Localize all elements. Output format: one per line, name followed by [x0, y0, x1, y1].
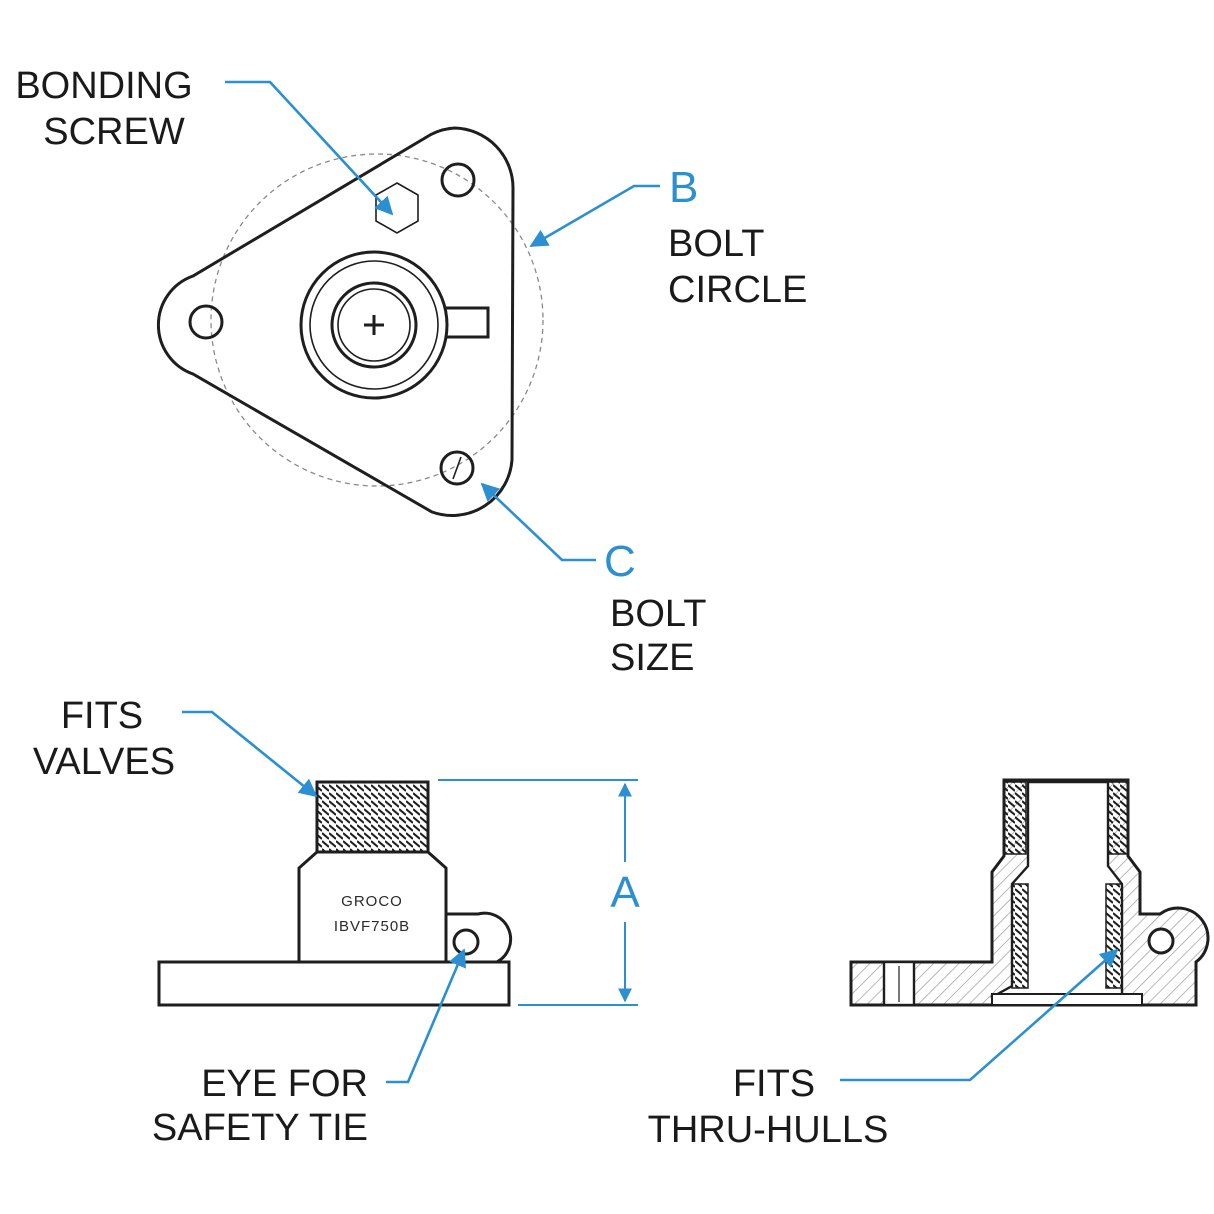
section-thread-lower-right	[1105, 883, 1123, 989]
bolt-circle-dashed	[210, 153, 544, 487]
eye-tab-top	[446, 306, 490, 339]
mount-hole-left	[188, 304, 224, 340]
bonding-screw-hex	[375, 182, 419, 234]
dimension-a	[438, 779, 638, 1006]
side-eye-lug	[444, 911, 513, 964]
boss-middle-ring	[309, 260, 439, 390]
callout-leaders	[182, 80, 1119, 1084]
dimension-a-label: A	[610, 868, 640, 917]
side-eye-hole	[452, 928, 480, 956]
label-fits-thru-hulls-line1: FITS	[733, 1063, 815, 1105]
label-fits-valves-line1: FITS	[61, 695, 143, 737]
leader-bolt-size	[480, 482, 596, 562]
bore-ring	[330, 281, 418, 369]
mount-hole-bottom	[439, 450, 475, 486]
mount-hole-top	[440, 162, 476, 198]
leader-eye-for-safety-tie	[386, 948, 466, 1084]
label-fits-valves-line2: VALVES	[33, 741, 175, 783]
label-bolt-circle-letter: B	[669, 163, 698, 212]
boss-outer-ring	[299, 250, 449, 400]
section-thread-right	[1107, 781, 1129, 855]
label-bonding-screw-line2: SCREW	[43, 111, 185, 153]
leader-fits-thru-hulls	[840, 948, 1119, 1082]
top-view	[156, 126, 544, 517]
label-bonding-screw-line1: BONDING	[15, 65, 192, 107]
section-thread-left	[1003, 781, 1027, 855]
section-thread-lower-left	[1011, 883, 1029, 989]
leader-fits-valves	[182, 710, 318, 798]
section-eye-hole	[1147, 927, 1175, 955]
label-eye-for-safety-tie-line2: SAFETY TIE	[152, 1107, 368, 1149]
side-base-plate	[157, 960, 511, 1007]
label-bolt-circle-line2: CIRCLE	[668, 269, 807, 311]
part-marking-model: IBVF750B	[334, 918, 410, 935]
triangular-flange-outline	[156, 126, 515, 517]
bolt-slot-mark	[452, 456, 462, 480]
side-threaded-section	[315, 780, 430, 854]
label-eye-for-safety-tie-line1: EYE FOR	[201, 1063, 368, 1105]
part-marking-brand: GROCO	[341, 893, 403, 910]
label-bolt-size-line1: BOLT	[610, 593, 706, 635]
leader-bonding-screw	[225, 80, 394, 216]
leader-bolt-circle	[529, 184, 660, 248]
label-fits-thru-hulls-line2: THRU-HULLS	[648, 1109, 889, 1151]
label-bolt-size-letter: C	[604, 537, 636, 586]
label-bolt-circle-line1: BOLT	[668, 223, 764, 265]
label-bolt-size-line2: SIZE	[610, 637, 694, 679]
bore-inner-ring	[337, 288, 411, 362]
side-view: GROCO IBVF750B	[157, 780, 513, 1007]
section-view	[849, 778, 1210, 1007]
